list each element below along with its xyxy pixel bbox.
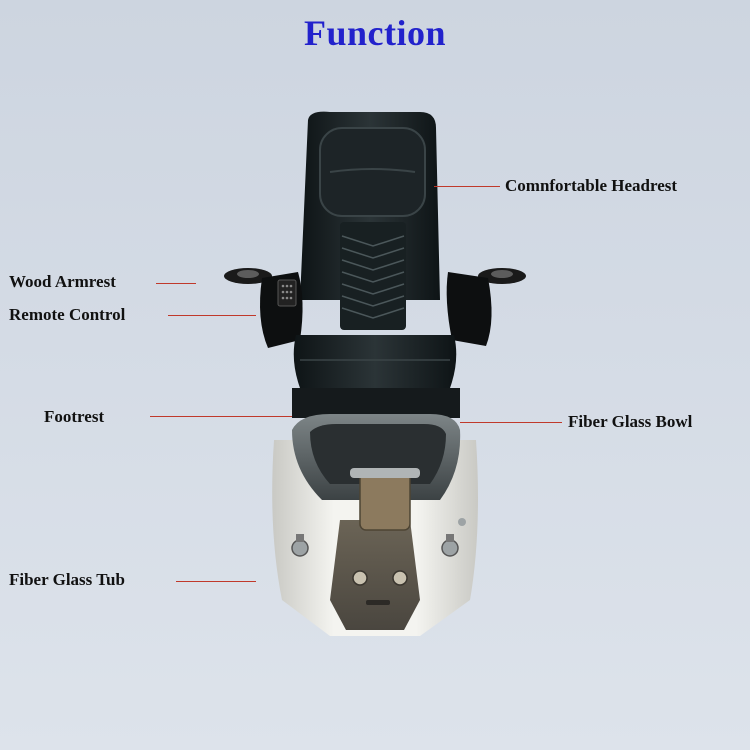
tub-front-panel: [330, 520, 420, 630]
label-tub: Fiber Glass Tub: [9, 570, 125, 589]
leader-line-bowl: [460, 422, 562, 423]
label-armrest: Wood Armrest: [9, 272, 116, 291]
label-bowl: Fiber Glass Bowl: [568, 412, 693, 431]
right-armrest: [446, 272, 492, 346]
leader-line-tub: [176, 581, 256, 582]
label-headrest: Comnfortable Headrest: [505, 176, 678, 195]
headrest-pillow: [319, 127, 426, 217]
leader-line-footrest: [150, 416, 292, 417]
seat-cushion: [293, 335, 457, 388]
label-footrest: Footrest: [44, 407, 105, 426]
backrest-panel: [340, 222, 406, 330]
footrest: [359, 469, 411, 531]
leader-line-headrest: [434, 186, 500, 187]
label-remote: Remote Control: [9, 305, 126, 324]
page-title: Function: [303, 13, 447, 53]
leader-line-remote: [168, 315, 256, 316]
leader-line-armrest: [156, 283, 196, 284]
